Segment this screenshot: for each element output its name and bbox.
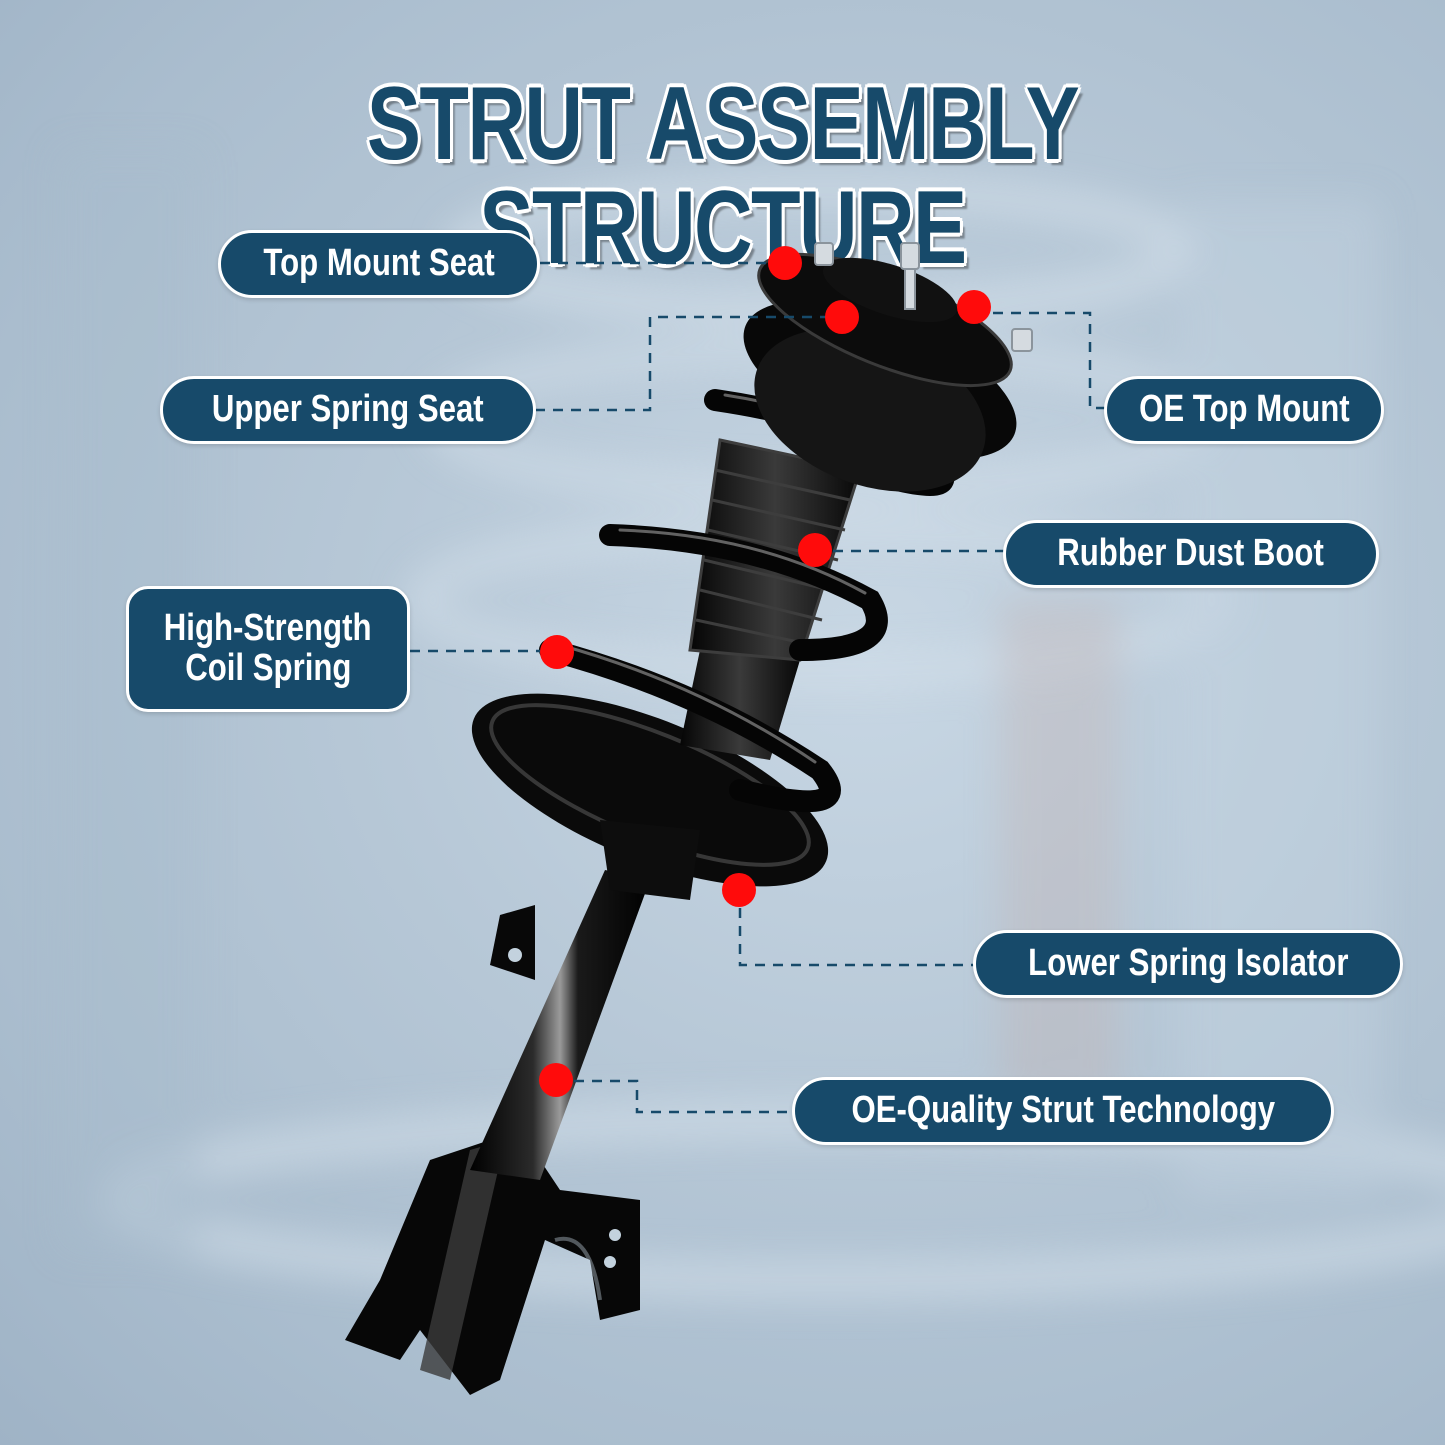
- connector-strut-technology: [556, 1079, 795, 1114]
- label-upper-spring-seat: Upper Spring Seat: [160, 376, 536, 444]
- marker-lower-spring-isolator: [722, 873, 756, 907]
- marker-coil-spring: [540, 635, 574, 669]
- knuckle-bracket: [345, 1130, 640, 1395]
- connector-upper-spring-seat: [535, 315, 840, 412]
- label-strut-technology: OE-Quality Strut Technology: [792, 1077, 1334, 1145]
- label-top-mount-seat: Top Mount Seat: [218, 230, 540, 298]
- label-rubber-dust-boot: Rubber Dust Boot: [1003, 520, 1379, 588]
- mount-bolts: [814, 242, 1033, 352]
- lower-spring-seat: [471, 693, 829, 900]
- marker-upper-spring-seat: [825, 300, 859, 334]
- top-mount-assembly: [743, 242, 1033, 492]
- connector-lower-spring-isolator: [738, 890, 975, 967]
- label-oe-top-mount: OE Top Mount: [1104, 376, 1384, 444]
- callout-markers: [539, 246, 991, 1097]
- label-coil-spring: High-Strength Coil Spring: [126, 586, 410, 712]
- connector-lines: [410, 261, 1106, 1114]
- marker-oe-top-mount: [957, 290, 991, 324]
- label-lower-spring-isolator: Lower Spring Isolator: [973, 930, 1403, 998]
- marker-rubber-dust-boot: [798, 533, 832, 567]
- connector-oe-top-mount: [975, 311, 1106, 410]
- marker-top-mount-seat: [768, 246, 802, 280]
- marker-strut-technology: [539, 1063, 573, 1097]
